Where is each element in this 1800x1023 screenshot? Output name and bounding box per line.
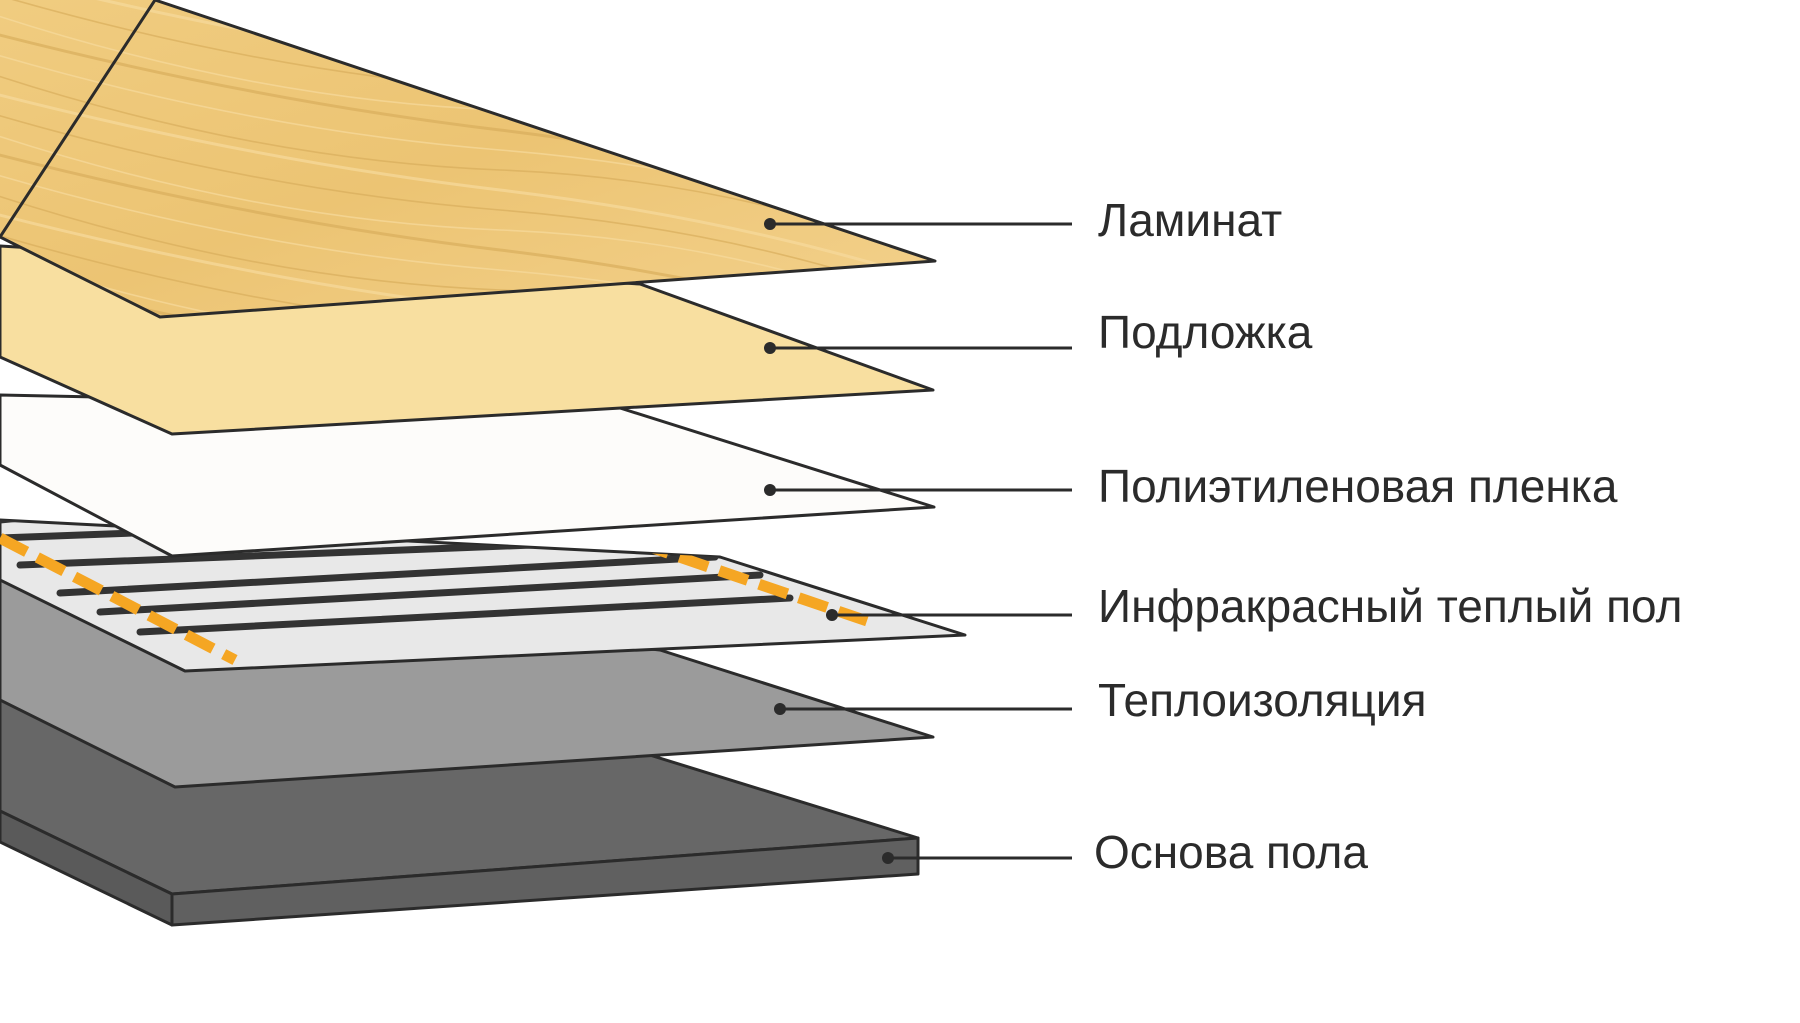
carbon-stripe <box>56 553 719 597</box>
wood-grain-line <box>0 249 935 317</box>
carbon-stripe <box>96 571 764 616</box>
label-laminate: Ламинат <box>1098 194 1282 246</box>
wood-grain-line <box>0 169 935 317</box>
wood-grain-line <box>0 189 935 317</box>
carbon-stripe <box>136 594 794 636</box>
label-ir-floor: Инфракрасный теплый пол <box>1098 580 1682 632</box>
label-floor-base: Основа пола <box>1094 826 1368 878</box>
laminate-sheet <box>0 0 935 317</box>
wood-grain-line <box>0 88 935 292</box>
floor-base-front <box>170 836 920 927</box>
label-pe-film: Полиэтиленовая пленка <box>1098 460 1618 512</box>
label-insulation: Теплоизоляция <box>1098 674 1427 726</box>
wood-grain-line <box>0 109 935 311</box>
leader-lines <box>764 218 1072 864</box>
label-underlay: Подложка <box>1098 306 1313 358</box>
heating-bus-strip <box>0 533 238 665</box>
wood-grain-line <box>0 229 935 317</box>
